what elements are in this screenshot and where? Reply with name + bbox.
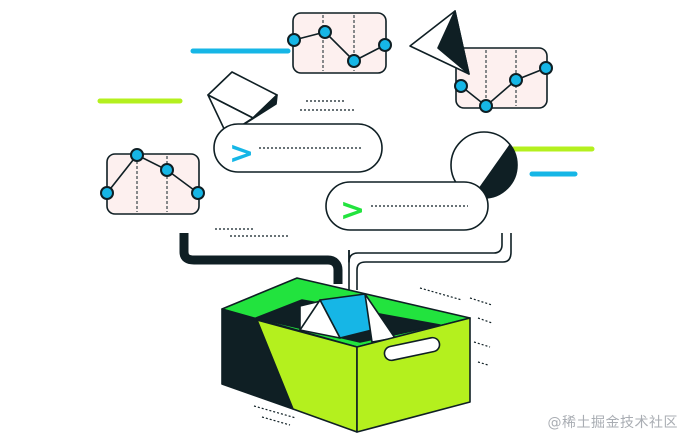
terminal-prompt-icon: > (325, 181, 489, 231)
pipes (179, 233, 512, 290)
arrow-pointer-icon (409, 10, 470, 75)
line-chart-icon (454, 47, 553, 113)
box-icon (221, 277, 471, 433)
watermark: @稀土掘金技术社区 (547, 415, 678, 431)
terminal-prompt-icon: > (213, 123, 383, 173)
prompt-glyph: > (340, 193, 365, 228)
dashed-lines (215, 100, 493, 426)
line-chart-icon (287, 12, 392, 74)
line-chart-icon (100, 148, 205, 215)
prompt-glyph: > (229, 136, 254, 171)
accent-lines (97, 48, 595, 177)
